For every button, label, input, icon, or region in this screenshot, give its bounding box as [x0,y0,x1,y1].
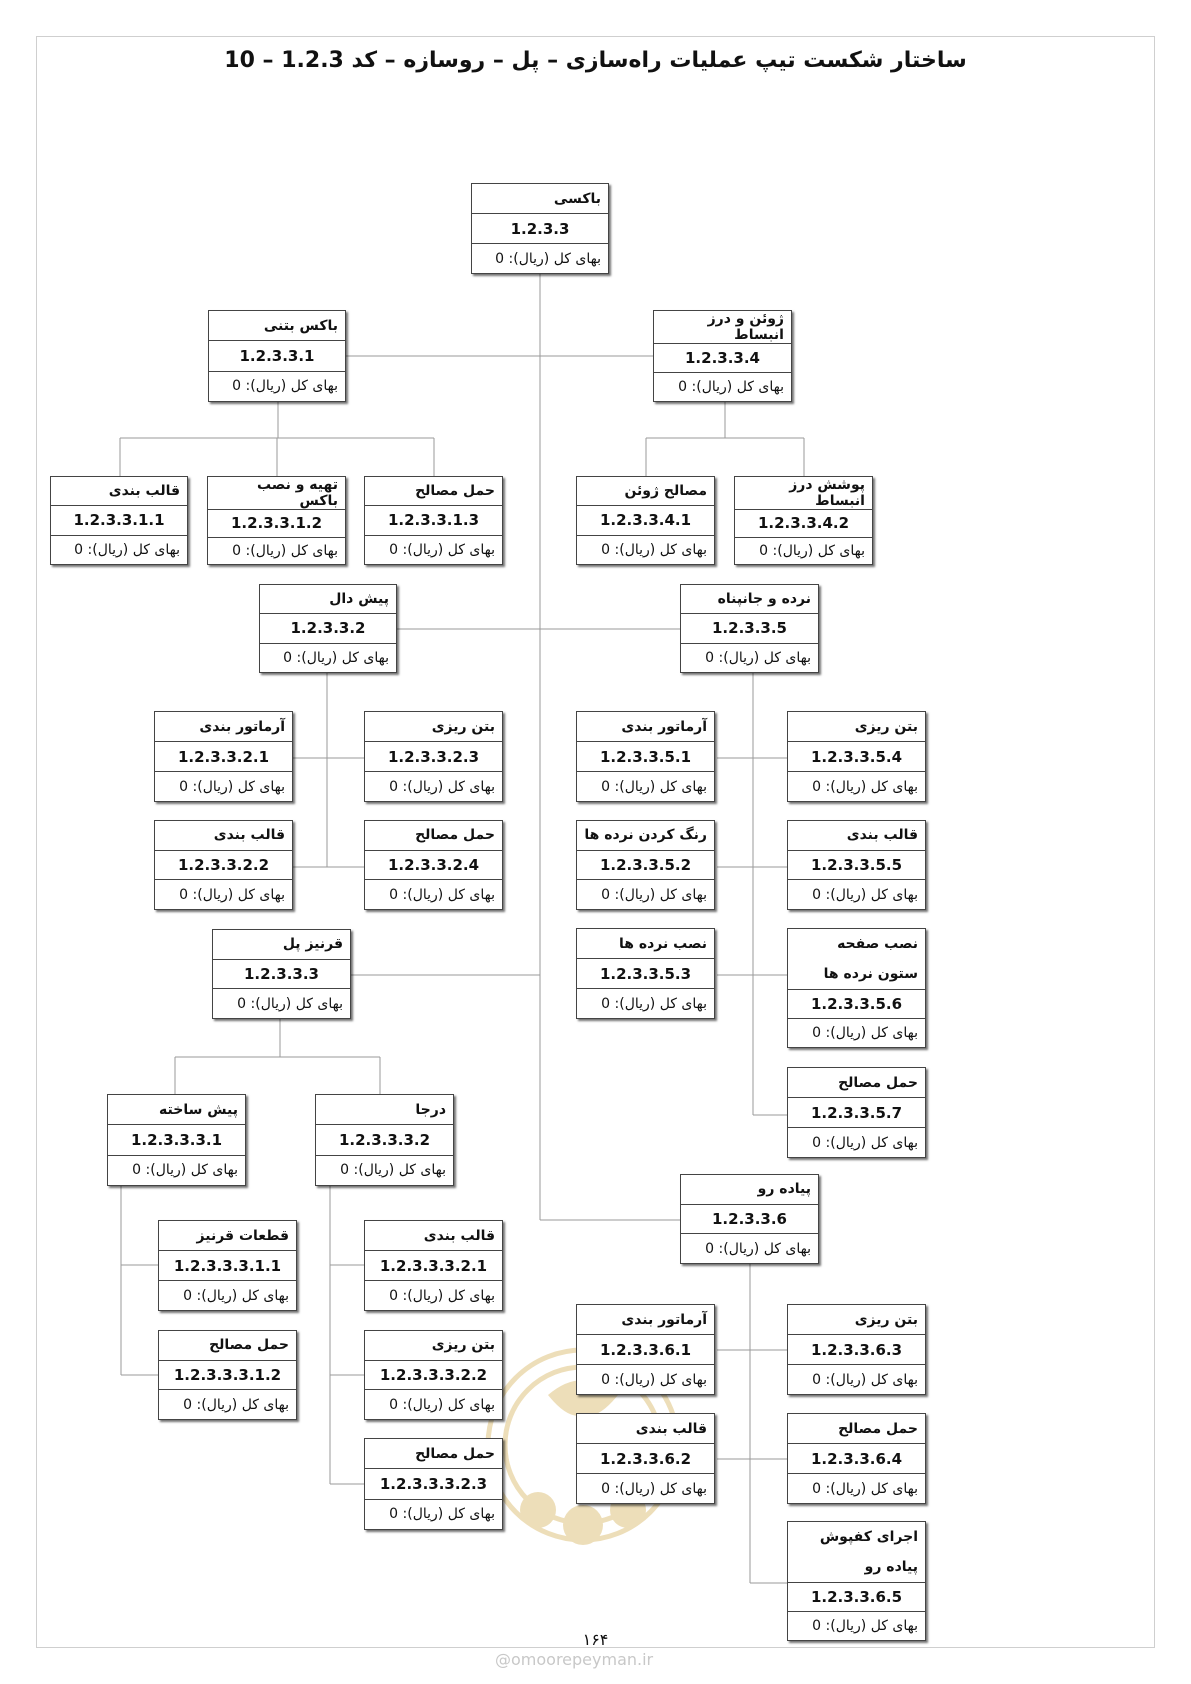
node-1-2-3-3-3-2-1: قالب بندی 1.2.3.3.3.2.1 بهای کل (ریال): … [364,1220,503,1311]
node-1-2-3-3-2-3: بتن ریزی 1.2.3.3.2.3 بهای کل (ریال): 0 [364,711,503,802]
page-frame [36,36,1155,1648]
node-1-2-3-3-6: پیاده رو 1.2.3.3.6 بهای کل (ریال): 0 [680,1174,819,1264]
node-1-2-3-3-2-1: آرماتور بندی 1.2.3.3.2.1 بهای کل (ریال):… [154,711,293,802]
node-1-2-3-3-3-1-2: حمل مصالح 1.2.3.3.3.1.2 بهای کل (ریال): … [158,1330,297,1420]
node-1-2-3-3-5-4: بتن ریزی 1.2.3.3.5.4 بهای کل (ریال): 0 [787,711,926,802]
node-1-2-3-3-6-1: آرماتور بندی 1.2.3.3.6.1 بهای کل (ریال):… [576,1304,715,1395]
node-1-2-3-3-5: نرده و جانپناه 1.2.3.3.5 بهای کل (ریال):… [680,584,819,673]
node-1-2-3-3-3-1: پیش ساخته 1.2.3.3.3.1 بهای کل (ریال): 0 [107,1094,246,1186]
watermark-text: @omoorepeyman.ir [495,1650,654,1669]
node-1-2-3-3-6-4: حمل مصالح 1.2.3.3.6.4 بهای کل (ریال): 0 [787,1413,926,1504]
node-1-2-3-3-3-2-2: بتن ریزی 1.2.3.3.3.2.2 بهای کل (ریال): 0 [364,1330,503,1420]
node-root: باکسی 1.2.3.3 بهای کل (ریال): 0 [471,183,609,274]
node-1-2-3-3-3-2-3: حمل مصالح 1.2.3.3.3.2.3 بهای کل (ریال): … [364,1438,503,1530]
node-1-2-3-3-6-5: اجرای کفپوش پیاده رو 1.2.3.3.6.5 بهای کل… [787,1521,926,1641]
node-1-2-3-3-1-3: حمل مصالح 1.2.3.3.1.3 بهای کل (ریال): 0 [364,476,503,565]
page-number: ۱۶۴ [582,1630,609,1649]
node-1-2-3-3-4-1: مصالح ژوئن 1.2.3.3.4.1 بهای کل (ریال): 0 [576,476,715,565]
node-1-2-3-3-3-1-1: قطعات قرنیز 1.2.3.3.3.1.1 بهای کل (ریال)… [158,1220,297,1311]
node-1-2-3-3-4-2: پوشش درز انبساط 1.2.3.3.4.2 بهای کل (ریا… [734,476,873,565]
node-1-2-3-3-5-2: رنگ کردن نرده ها 1.2.3.3.5.2 بهای کل (ری… [576,820,715,910]
node-1-2-3-3-1-1: قالب بندی 1.2.3.3.1.1 بهای کل (ریال): 0 [50,476,188,565]
node-1-2-3-3-3-2: درجا 1.2.3.3.3.2 بهای کل (ریال): 0 [315,1094,454,1186]
node-1-2-3-3-6-3: بتن ریزی 1.2.3.3.6.3 بهای کل (ریال): 0 [787,1304,926,1395]
node-1-2-3-3-3: قرنیز پل 1.2.3.3.3 بهای کل (ریال): 0 [212,929,351,1019]
node-1-2-3-3-1-2: تهیه و نصب باکس 1.2.3.3.1.2 بهای کل (ریا… [207,476,346,565]
node-1-2-3-3-1: باکس بتنی 1.2.3.3.1 بهای کل (ریال): 0 [208,310,346,402]
node-1-2-3-3-5-6: نصب صفحه ستون نرده ها 1.2.3.3.5.6 بهای ک… [787,928,926,1048]
node-1-2-3-3-6-2: قالب بندی 1.2.3.3.6.2 بهای کل (ریال): 0 [576,1413,715,1504]
node-1-2-3-3-5-5: قالب بندی 1.2.3.3.5.5 بهای کل (ریال): 0 [787,820,926,910]
node-1-2-3-3-2-4: حمل مصالح 1.2.3.3.2.4 بهای کل (ریال): 0 [364,820,503,910]
node-1-2-3-3-2: پیش دال 1.2.3.3.2 بهای کل (ریال): 0 [259,584,397,673]
node-1-2-3-3-5-7: حمل مصالح 1.2.3.3.5.7 بهای کل (ریال): 0 [787,1067,926,1158]
node-1-2-3-3-5-1: آرماتور بندی 1.2.3.3.5.1 بهای کل (ریال):… [576,711,715,802]
node-1-2-3-3-5-3: نصب نرده ها 1.2.3.3.5.3 بهای کل (ریال): … [576,928,715,1019]
node-1-2-3-3-4: ژوئن و درز انبساط 1.2.3.3.4 بهای کل (ریا… [653,310,792,402]
node-1-2-3-3-2-2: قالب بندی 1.2.3.3.2.2 بهای کل (ریال): 0 [154,820,293,910]
page-title: ساختار شکست تیپ عملیات راه‌سازی – پل – ر… [224,48,967,73]
